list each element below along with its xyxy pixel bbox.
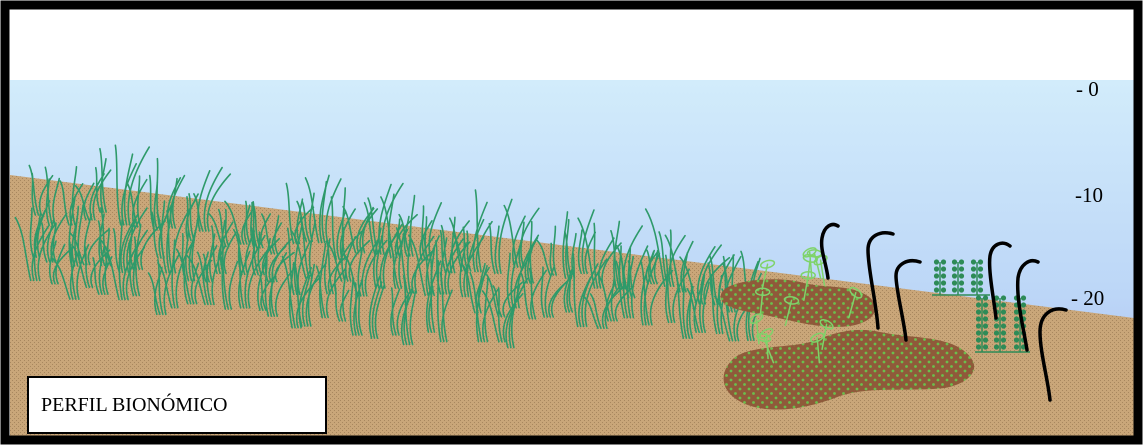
algae-frond xyxy=(941,273,946,278)
algae-frond xyxy=(959,280,964,285)
algae-frond xyxy=(959,266,964,271)
algae-frond xyxy=(976,302,981,307)
algae-frond xyxy=(983,295,988,300)
algae-frond xyxy=(983,323,988,328)
profile-title-box: PERFIL BIONÓMICO xyxy=(27,376,327,434)
algae-frond xyxy=(952,287,957,292)
algae-frond xyxy=(1014,316,1019,321)
algae-frond xyxy=(978,280,983,285)
algae-frond xyxy=(978,266,983,271)
algae-frond xyxy=(1001,309,1006,314)
algae-frond xyxy=(971,266,976,271)
algae-frond xyxy=(971,273,976,278)
algae-frond xyxy=(1001,323,1006,328)
algae-frond xyxy=(1014,323,1019,328)
algae-frond xyxy=(978,287,983,292)
algae-frond xyxy=(976,337,981,342)
algae-frond xyxy=(1021,295,1026,300)
algae-frond xyxy=(983,337,988,342)
algae-frond xyxy=(1001,344,1006,349)
algae-frond xyxy=(983,316,988,321)
algae-frond xyxy=(976,330,981,335)
algae-frond xyxy=(994,344,999,349)
algae-frond xyxy=(934,287,939,292)
algae-frond xyxy=(976,323,981,328)
algae-frond xyxy=(1001,337,1006,342)
algae-frond xyxy=(971,280,976,285)
algae-frond xyxy=(952,273,957,278)
algae-frond xyxy=(983,330,988,335)
algae-frond xyxy=(976,309,981,314)
algae-frond xyxy=(976,295,981,300)
algae-frond xyxy=(983,309,988,314)
algae-frond xyxy=(1014,330,1019,335)
algae-frond xyxy=(1021,302,1026,307)
algae-frond xyxy=(994,323,999,328)
algae-frond xyxy=(1014,337,1019,342)
algae-frond xyxy=(978,259,983,264)
algae-frond xyxy=(941,280,946,285)
algae-frond xyxy=(1001,302,1006,307)
algae-frond xyxy=(941,266,946,271)
algae-frond xyxy=(934,266,939,271)
algae-frond xyxy=(1001,330,1006,335)
algae-frond xyxy=(983,302,988,307)
algae-frond xyxy=(959,287,964,292)
depth-label-10: -10 xyxy=(1075,185,1103,206)
algae-frond xyxy=(983,344,988,349)
algae-frond xyxy=(1014,344,1019,349)
algae-frond xyxy=(952,280,957,285)
algae-frond xyxy=(978,273,983,278)
algae-frond xyxy=(976,344,981,349)
depth-label-20: - 20 xyxy=(1071,288,1104,309)
algae-frond xyxy=(959,259,964,264)
algae-frond xyxy=(994,330,999,335)
algae-frond xyxy=(1001,295,1006,300)
algae-frond xyxy=(976,316,981,321)
algae-frond xyxy=(1001,316,1006,321)
algae-frond xyxy=(971,259,976,264)
algae-frond xyxy=(941,287,946,292)
algae-frond xyxy=(934,273,939,278)
algae-frond xyxy=(934,280,939,285)
profile-title: PERFIL BIONÓMICO xyxy=(41,394,228,417)
algae-frond xyxy=(934,259,939,264)
algae-frond xyxy=(994,337,999,342)
algae-frond xyxy=(941,259,946,264)
algae-frond xyxy=(971,287,976,292)
algae-frond xyxy=(959,273,964,278)
algae-frond xyxy=(952,266,957,271)
algae-frond xyxy=(952,259,957,264)
depth-label-0: - 0 xyxy=(1076,79,1099,100)
